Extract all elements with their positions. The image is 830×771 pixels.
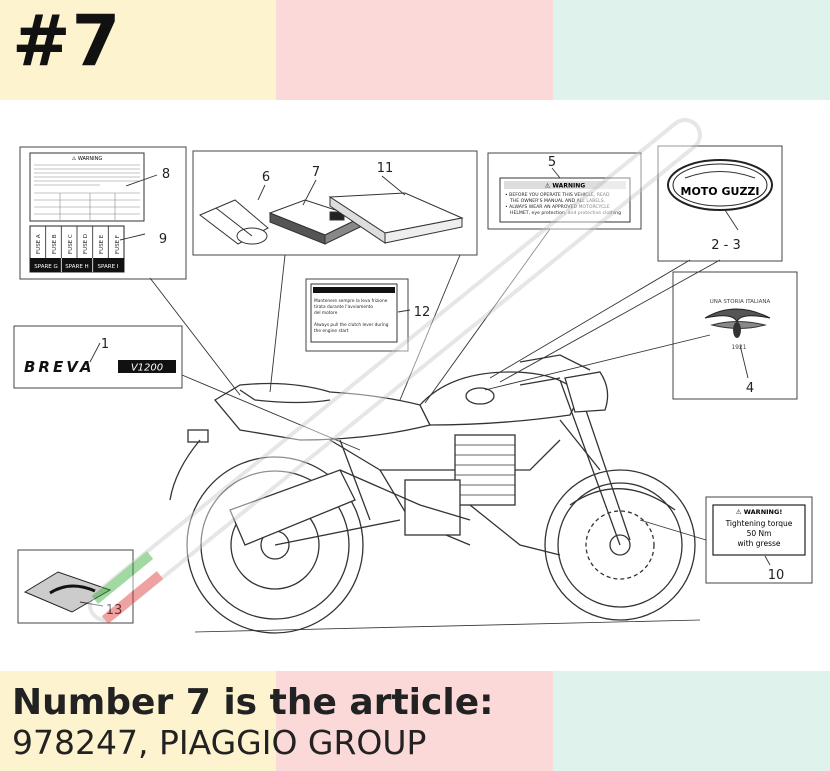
callout-6: 6 xyxy=(262,170,270,185)
callout-5: 5 xyxy=(548,155,556,170)
fuse-a: FUSE A xyxy=(36,234,42,254)
spare-i: SPARE I xyxy=(98,264,119,270)
bottom-color-band xyxy=(0,671,830,771)
callout-2-3: 2 - 3 xyxy=(711,238,741,253)
label12-line4: Always pull the clutch lever during xyxy=(314,322,389,328)
warning-label-5: ⚠ WARNING • BEFORE YOU OPERATE THIS VEHI… xyxy=(499,177,631,223)
label10-line1: Tightening torque xyxy=(725,519,793,528)
box-1 xyxy=(13,325,183,389)
callout-11: 11 xyxy=(377,161,394,176)
moto-guzzi-oval-2-3: MOTO GUZZI xyxy=(667,159,773,211)
box-5 xyxy=(487,152,642,230)
spare-h: SPARE H xyxy=(65,264,88,270)
label10-line2: 50 Nm xyxy=(747,529,772,538)
book-11 xyxy=(328,192,464,244)
callout-1: 1 xyxy=(101,337,109,352)
callout-10: 10 xyxy=(768,568,785,583)
label12-line5: the engine start xyxy=(314,328,349,334)
band-segment-yellow xyxy=(0,0,276,100)
page-number: #7 xyxy=(12,0,122,82)
box-13 xyxy=(17,549,134,624)
fuse-f: FUSE F xyxy=(115,235,121,254)
breva-model: V1200 xyxy=(131,363,163,374)
callout-9: 9 xyxy=(159,232,167,247)
eagle-emblem-4: UNA STORIA ITALIANA 1921 xyxy=(704,299,771,351)
eagle-top-text: UNA STORIA ITALIANA xyxy=(710,299,771,305)
roll-6 xyxy=(199,199,269,245)
watermark xyxy=(88,118,702,624)
label8-title: ⚠ WARNING xyxy=(72,156,103,162)
breva-logo-1: BREVA V1200 xyxy=(24,358,176,376)
breva-text: BREVA xyxy=(24,358,94,376)
box-12 xyxy=(305,278,409,352)
tank-decal-13 xyxy=(23,571,112,613)
label12-line2: tirata durante l'avviamento xyxy=(314,304,373,310)
label5-line2: THE OWNER'S MANUAL AND ALL LABELS. xyxy=(509,198,605,204)
fuse-c: FUSE C xyxy=(68,234,74,254)
box-8-9 xyxy=(19,146,187,280)
fuse-e: FUSE E xyxy=(99,234,105,254)
callout-12: 12 xyxy=(414,305,431,320)
box-2-3 xyxy=(657,145,783,262)
box-4 xyxy=(672,271,798,400)
label12-line1: Mantenere sempre la leva frizione xyxy=(314,298,388,304)
eagle-year: 1921 xyxy=(731,344,746,351)
booklet-7 xyxy=(268,199,362,245)
warning-sheet-8: ⚠ WARNING xyxy=(29,152,145,222)
label10-line3: with gresse xyxy=(737,539,780,548)
label5-line1: • BEFORE YOU OPERATE THIS VEHICLE, READ xyxy=(505,192,610,198)
band-segment-mint xyxy=(553,0,830,100)
motorcycle-drawing xyxy=(169,354,701,634)
fuse-d: FUSE D xyxy=(83,234,89,254)
label10-title: ⚠ WARNING! xyxy=(736,508,783,516)
label5-line4: HELMET, eye protection, and protective c… xyxy=(510,210,621,216)
top-color-band xyxy=(0,0,830,100)
fuse-label-9: FUSE A FUSE B FUSE C FUSE D FUSE E FUSE … xyxy=(29,225,125,273)
box-6-7-11 xyxy=(192,150,478,256)
article-heading: Number 7 is the article: xyxy=(12,682,494,723)
clutch-label-12: Mantenere sempre la leva frizione tirata… xyxy=(310,283,398,343)
label5-title: ⚠ WARNING xyxy=(545,183,585,190)
label12-line3: del motore xyxy=(314,310,338,316)
parts-diagram: ⚠ WARNING FUSE A FUSE B FUSE C FUSE D FU… xyxy=(13,118,813,634)
torque-label-10: ⚠ WARNING! Tightening torque 50 Nm with … xyxy=(712,504,806,556)
spare-g: SPARE G xyxy=(34,264,58,270)
fuse-b: FUSE B xyxy=(52,234,58,254)
callout-4: 4 xyxy=(746,381,754,396)
band-segment-yellow xyxy=(0,671,276,771)
callout-8: 8 xyxy=(162,167,170,182)
band-segment-pink xyxy=(276,671,553,771)
callout-7: 7 xyxy=(312,165,320,180)
band-segment-mint xyxy=(553,671,830,771)
callout-13: 13 xyxy=(106,603,123,618)
article-number: 978247, PIAGGIO GROUP xyxy=(12,723,427,762)
label5-line3: • ALWAYS WEAR AN APPROVED MOTORCYCLE xyxy=(505,204,610,210)
leader-lines xyxy=(79,167,771,607)
oval-logo-text: MOTO GUZZI xyxy=(681,185,760,198)
band-segment-pink xyxy=(276,0,553,100)
